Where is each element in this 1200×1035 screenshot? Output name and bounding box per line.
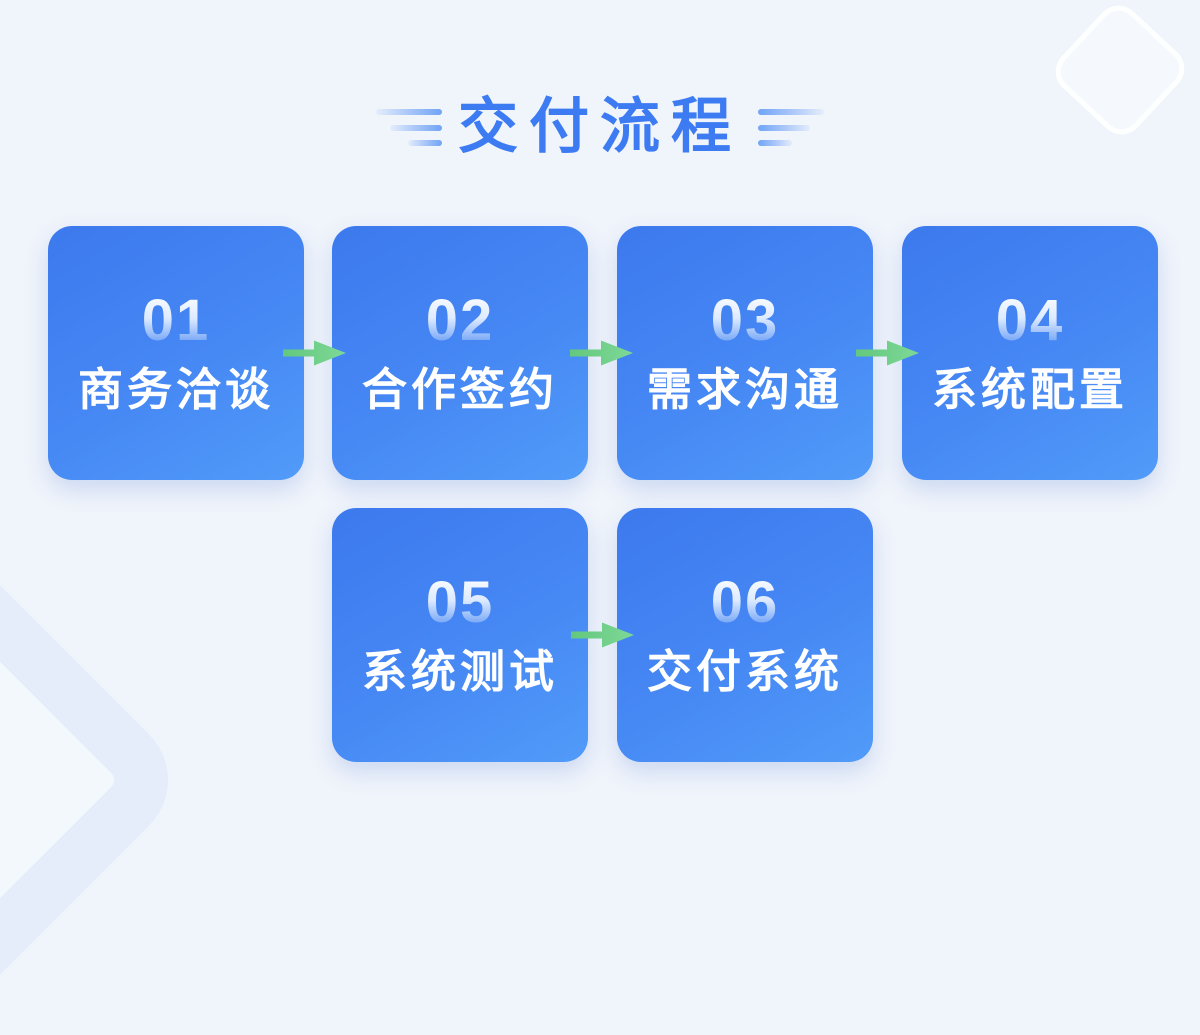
step-card-5: 05 系统测试 bbox=[332, 508, 588, 762]
step-label: 系统配置 bbox=[931, 363, 1128, 415]
header: 交付流程 bbox=[0, 92, 1200, 161]
step-number: 02 bbox=[425, 287, 495, 353]
step-card-2: 02 合作签约 bbox=[332, 226, 588, 480]
step-label: 合作签约 bbox=[361, 363, 558, 415]
page-title: 交付流程 bbox=[458, 93, 742, 160]
step-label: 交付系统 bbox=[646, 645, 843, 697]
arrow-right-icon bbox=[570, 340, 633, 366]
step-card-3: 03 需求沟通 bbox=[617, 226, 873, 480]
step-number: 01 bbox=[141, 287, 211, 353]
step-card-6: 06 交付系统 bbox=[617, 508, 873, 762]
step-card-4: 04 系统配置 bbox=[902, 226, 1158, 480]
speed-lines-left-icon bbox=[376, 108, 442, 146]
step-label: 商务洽谈 bbox=[77, 363, 274, 415]
step-number: 04 bbox=[995, 287, 1065, 353]
arrow-right-icon bbox=[571, 622, 634, 648]
step-card-1: 01 商务洽谈 bbox=[48, 226, 304, 480]
speed-lines-right-icon bbox=[758, 108, 824, 146]
step-number: 06 bbox=[710, 569, 780, 635]
arrow-right-icon bbox=[856, 340, 919, 366]
step-label: 需求沟通 bbox=[646, 363, 843, 415]
arrow-right-icon bbox=[283, 340, 346, 366]
step-number: 03 bbox=[710, 287, 780, 353]
step-number: 05 bbox=[425, 569, 495, 635]
decor-rotated-square-outline bbox=[0, 525, 195, 1035]
step-label: 系统测试 bbox=[361, 645, 558, 697]
